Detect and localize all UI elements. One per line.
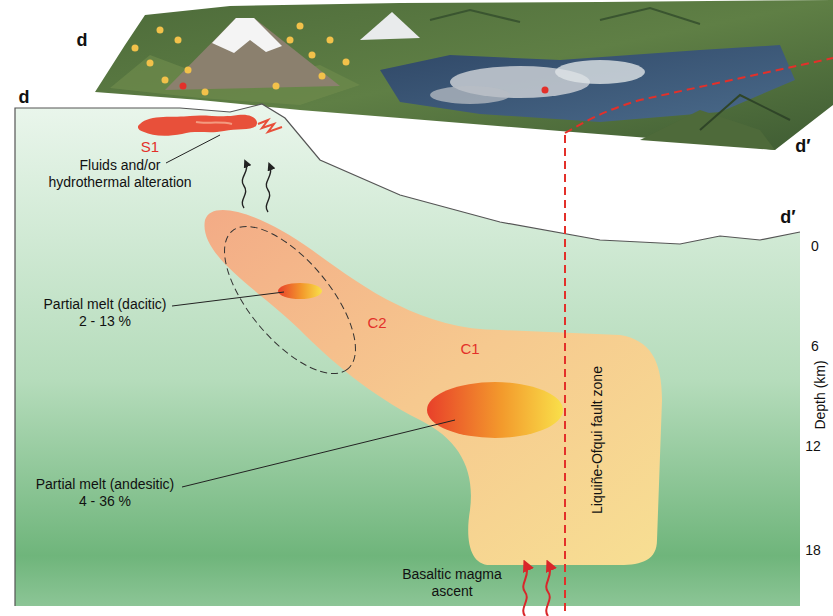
magma-body [202, 205, 662, 565]
leader-lines [166, 135, 455, 487]
fault-label: Liquiñe-Ofqui fault zone [589, 366, 606, 514]
section-end-label: d′ [795, 138, 810, 155]
ascent-arrows [523, 565, 550, 616]
anomaly-label: S1 [141, 138, 159, 155]
fault-line [564, 135, 566, 616]
depth-tick: 12 [805, 438, 821, 455]
section-end-label: d [19, 89, 30, 106]
terrain-image [95, 0, 833, 150]
section-end-label: d [77, 32, 88, 49]
depth-tick: 18 [805, 542, 821, 559]
annotation: Basaltic magma ascent [395, 566, 509, 600]
depth-tick: 6 [811, 338, 819, 355]
annotation: Partial melt (dacitic) 2 - 13 % [39, 296, 171, 330]
body-label: C2 [367, 314, 386, 331]
body-label: C1 [460, 340, 479, 357]
annotation: Fluids and/or hydrothermal alteration [45, 157, 195, 191]
fluid-arrows [242, 163, 271, 212]
depth-tick: 0 [811, 238, 819, 255]
section-end-label: d′ [780, 209, 795, 226]
axis-title: Depth (km) [812, 360, 829, 429]
s1-anomaly [138, 115, 282, 136]
annotation: Partial melt (andesitic) 4 - 36 % [30, 476, 180, 510]
cross-section [15, 104, 800, 606]
